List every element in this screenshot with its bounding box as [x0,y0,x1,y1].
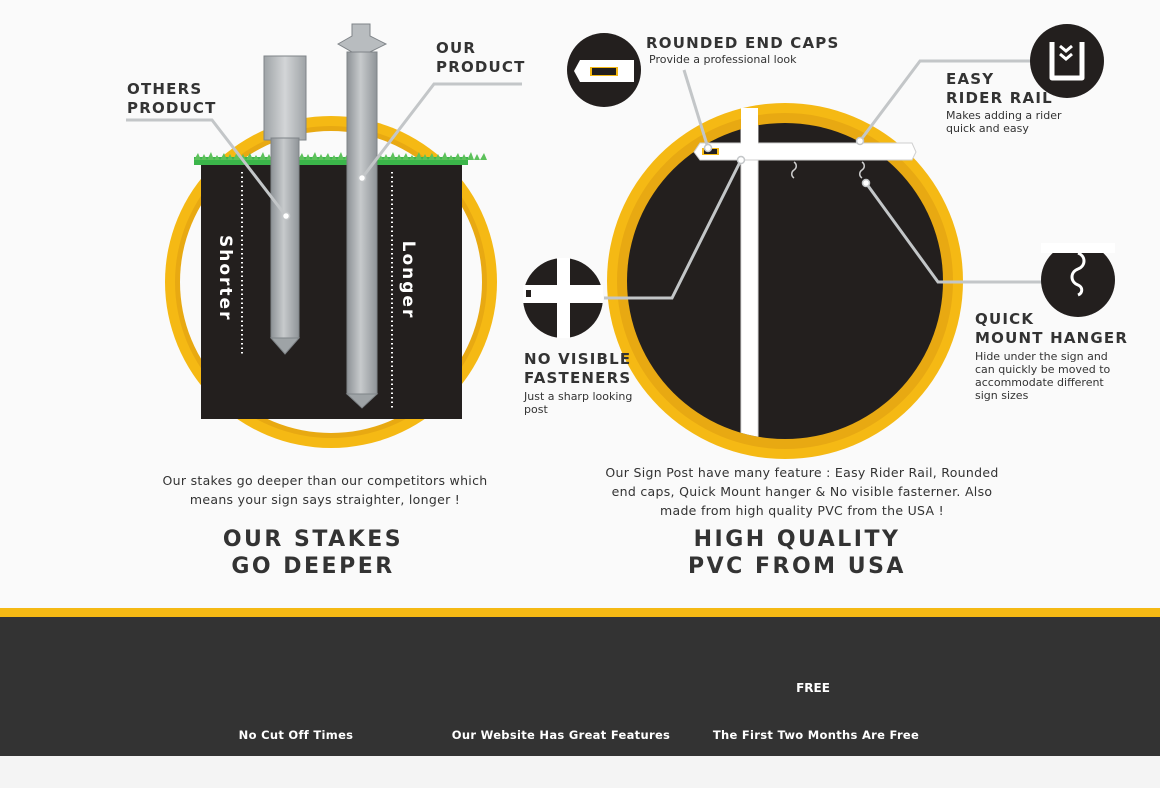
others-product-label: OTHERS PRODUCT [127,80,217,117]
rounded-end-caps-desc: Provide a professional look [649,53,797,66]
quick-mount-hanger-desc: Hide under the sign and can quickly be m… [975,350,1111,402]
our-product-label: OUR PRODUCT [436,39,526,76]
right-caption-line2: end caps, Quick Mount hanger & No visibl… [611,484,993,499]
longer-label: Longer [398,240,418,320]
feature-label-website: Our Website Has Great Features [451,728,671,742]
right-caption-line1: Our Sign Post have many feature : Easy R… [605,465,999,480]
easy-rider-rail-desc: Makes adding a rider quick and easy [946,109,1062,135]
no-visible-fasteners-title: NO VISIBLE FASTENERS [524,350,632,387]
quick-mount-hangers [791,161,865,179]
others-stake [263,55,307,355]
fastener-detail-badge [523,258,603,338]
no-visible-fasteners-callout: NO VISIBLE FASTENERS Just a sharp lookin… [524,350,632,416]
easy-rider-rail-callout: EASY RIDER RAIL Makes adding a rider qui… [946,70,1062,135]
ground-soil [201,163,462,419]
left-caption-line2: means your sign says straighter, longer … [189,492,461,507]
left-caption-line1: Our stakes go deeper than our competitor… [162,473,488,488]
left-headline: OUR STAKES GO DEEPER [222,527,404,579]
sign-post [740,123,759,439]
right-caption: Our Sign Post have many feature : Easy R… [590,463,1014,520]
rider-rail [693,142,917,161]
easy-rider-rail-title: EASY RIDER RAIL [946,70,1053,107]
our-stake [336,23,388,409]
footer-bottom-strip [0,756,1160,788]
features-footer [0,608,1160,756]
quick-mount-hanger-title: QUICK MOUNT HANGER [975,310,1129,347]
grass-strip [194,152,487,165]
right-headline: HIGH QUALITY PVC FROM USA [688,527,906,579]
feature-label-free-months: The First Two Months Are Free [712,728,920,742]
quick-mount-hanger-callout: QUICK MOUNT HANGER Hide under the sign a… [975,310,1128,402]
end-cap-detail-badge [567,33,641,107]
rounded-end-caps-callout: ROUNDED END CAPS Provide a professional … [646,34,840,66]
no-visible-fasteners-desc: Just a sharp looking post [524,390,633,416]
rounded-end-caps-title: ROUNDED END CAPS [646,34,840,52]
shorter-label: Shorter [215,235,235,322]
right-leader-lines [604,59,1044,300]
left-caption: Our stakes go deeper than our competitor… [130,471,520,509]
right-caption-line3: made from high quality PVC from the USA … [660,503,944,518]
gift-free-badge: FREE [796,681,830,695]
left-leader-lines [126,82,522,217]
hanger-detail-badge [1041,243,1115,317]
feature-label-no-cut-off: No Cut Off Times [238,728,354,742]
rider-rail-detail-badge [1030,24,1104,98]
